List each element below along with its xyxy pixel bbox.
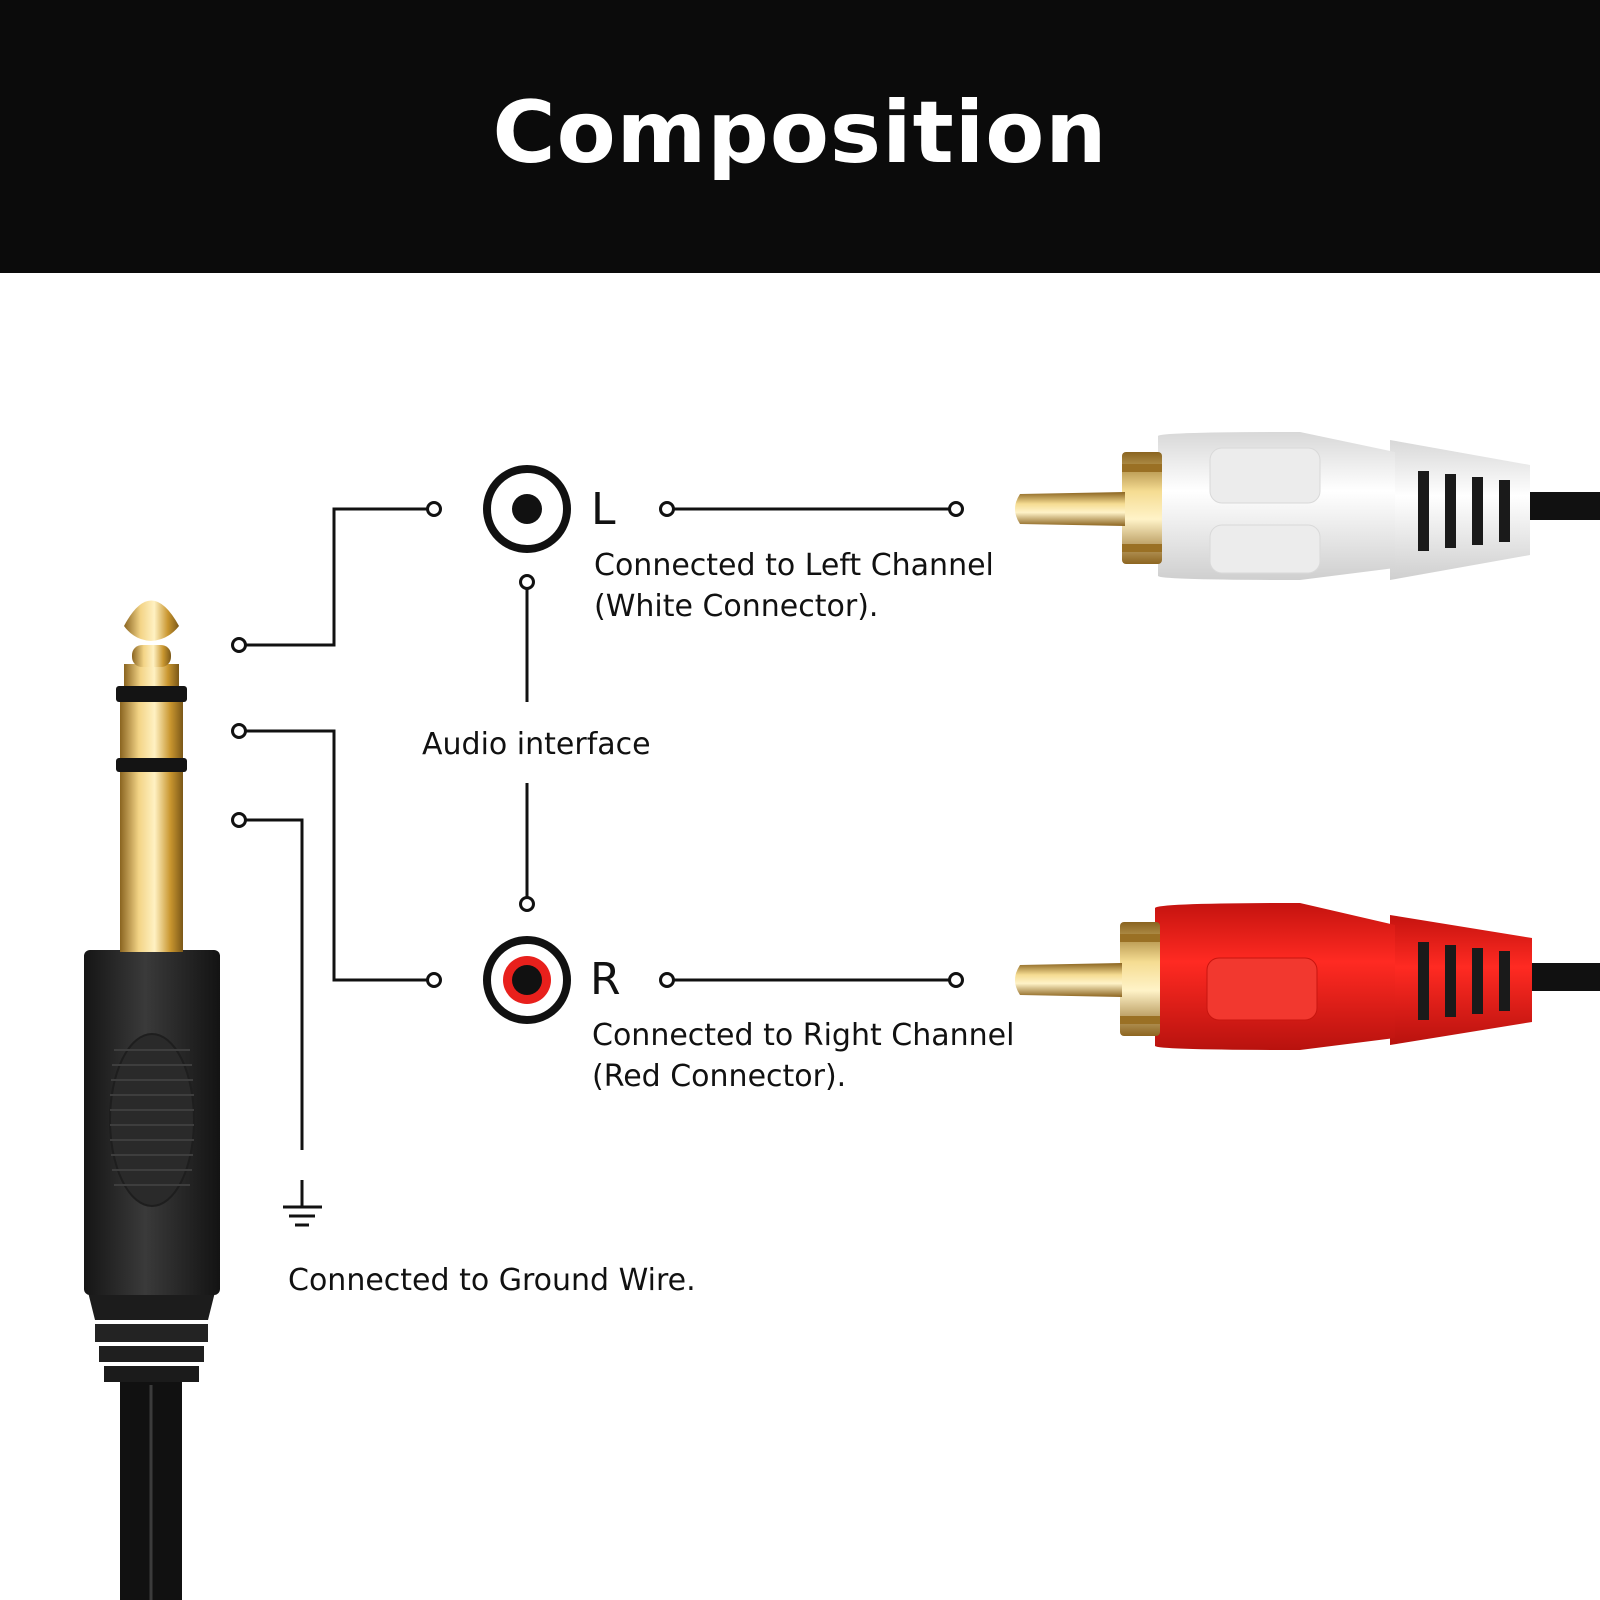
right-channel-line1: Connected to Right Channel xyxy=(592,1018,1015,1053)
right-channel-line2: (Red Connector). xyxy=(592,1059,847,1094)
left-channel-line2: (White Connector). xyxy=(594,589,879,624)
header-banner: Composition xyxy=(0,0,1600,273)
ground-icon xyxy=(283,1180,322,1227)
white-rca-plug-icon xyxy=(1015,432,1600,580)
right-channel-description: Connected to Right Channel (Red Connecto… xyxy=(592,1015,1014,1097)
page-title: Composition xyxy=(492,82,1108,183)
terminal-dots xyxy=(231,501,964,988)
sleeve-wire xyxy=(239,818,304,1150)
right-channel-letter: R xyxy=(590,954,621,1005)
wiring-lines xyxy=(239,507,956,1150)
right-jack-icon xyxy=(483,936,571,1024)
left-jack-icon xyxy=(483,465,571,553)
ground-label: Connected to Ground Wire. xyxy=(288,1263,696,1298)
left-channel-description: Connected to Left Channel (White Connect… xyxy=(594,545,994,627)
left-channel-line1: Connected to Left Channel xyxy=(594,548,994,583)
red-rca-plug-icon xyxy=(1015,903,1600,1050)
left-channel-letter: L xyxy=(591,484,616,535)
ring-wire xyxy=(239,729,427,982)
tip-wire xyxy=(239,507,427,647)
jack-plug-icon xyxy=(84,600,220,1600)
audio-interface-label: Audio interface xyxy=(422,727,651,762)
